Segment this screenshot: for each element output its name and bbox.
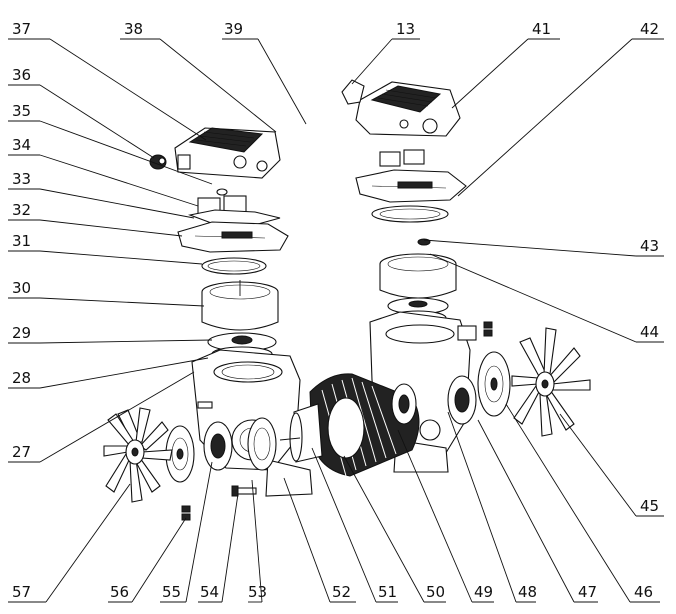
right-fan xyxy=(511,327,591,437)
right-unloader-fitting xyxy=(341,79,365,105)
label-39: 39 xyxy=(224,20,243,38)
left-cylinder-head-cover xyxy=(174,127,281,179)
motor-end-bearing xyxy=(391,383,417,425)
left-bearing xyxy=(203,421,233,471)
label-43: 43 xyxy=(640,237,659,255)
label-35: 35 xyxy=(12,102,31,120)
label-41: 41 xyxy=(532,20,551,38)
label-49: 49 xyxy=(474,583,493,601)
label-32: 32 xyxy=(12,201,31,219)
label-30: 30 xyxy=(12,279,31,297)
label-44: 44 xyxy=(640,323,659,341)
right-cylinder-sleeve xyxy=(379,253,457,299)
label-36: 36 xyxy=(12,66,31,84)
right-pulley-hub xyxy=(477,351,511,417)
label-33: 33 xyxy=(12,170,31,188)
right-bearing xyxy=(447,375,477,425)
label-51: 51 xyxy=(378,583,397,601)
label-55: 55 xyxy=(162,583,181,601)
left-cylinder-sleeve xyxy=(201,280,279,331)
label-42: 42 xyxy=(640,20,659,38)
label-46: 46 xyxy=(634,583,653,601)
left-valve-plate xyxy=(177,221,289,253)
right-o-ring xyxy=(371,205,449,223)
right-valve-plate xyxy=(355,169,467,203)
label-29: 29 xyxy=(12,324,31,342)
label-50: 50 xyxy=(426,583,445,601)
motor-rotor-shaft xyxy=(279,403,323,463)
label-34: 34 xyxy=(12,136,31,154)
right-cylinder-head-cover xyxy=(355,81,461,137)
label-53: 53 xyxy=(248,583,267,601)
label-31: 31 xyxy=(12,232,31,250)
label-57: 57 xyxy=(12,583,31,601)
label-13: 13 xyxy=(396,20,415,38)
label-47: 47 xyxy=(578,583,597,601)
label-38: 38 xyxy=(124,20,143,38)
left-bolt xyxy=(197,401,257,497)
left-gasket-upper xyxy=(188,209,281,225)
left-bearing-cover xyxy=(247,417,277,471)
right-valve-block xyxy=(379,149,425,167)
left-fan xyxy=(103,407,173,503)
right-dowel-pins xyxy=(483,321,493,337)
left-dowel-pins xyxy=(181,505,191,521)
part-number-labels: 37 38 39 13 41 42 36 35 34 33 32 31 30 2… xyxy=(12,20,659,601)
label-54: 54 xyxy=(200,583,219,601)
label-52: 52 xyxy=(332,583,351,601)
label-28: 28 xyxy=(12,369,31,387)
left-valve-block xyxy=(197,188,247,215)
label-37: 37 xyxy=(12,20,31,38)
label-48: 48 xyxy=(518,583,537,601)
label-27: 27 xyxy=(12,443,31,461)
label-45: 45 xyxy=(640,497,659,515)
leader-lines xyxy=(8,38,664,603)
label-56: 56 xyxy=(110,583,129,601)
left-o-ring xyxy=(201,257,267,275)
